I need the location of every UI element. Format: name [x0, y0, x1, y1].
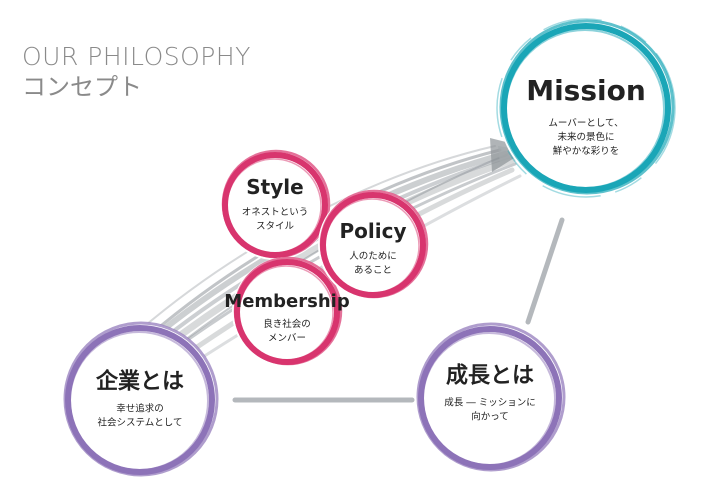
node-mission-description: ムーバーとして、 未来の景色に 鮮やかな彩りを	[548, 118, 624, 158]
node-membership-description: 良き社会の メンバー	[263, 318, 311, 344]
node-policy-title: Policy	[339, 218, 407, 243]
circle-policy	[318, 189, 429, 300]
node-seichou-title: 成長とは	[445, 363, 534, 389]
node-style-title: Style	[246, 174, 304, 199]
page-title-english: OUR PHILOSOPHY	[22, 42, 251, 71]
circle-mission	[496, 18, 676, 198]
node-membership: Membership 良き社会の メンバー	[212, 292, 362, 346]
node-kigyou-description: 幸せ追求の 社会システムとして	[97, 403, 183, 430]
node-seichou: 成長とは 成長 ― ミッションに 向かって	[405, 363, 575, 426]
node-mission-title: Mission	[526, 74, 646, 108]
circle-seichou	[415, 322, 566, 473]
circle-membership	[232, 256, 343, 367]
node-style: Style オネストという スタイル	[215, 176, 335, 235]
node-seichou-description: 成長 ― ミッションに 向かって	[444, 397, 536, 424]
node-membership-title: Membership	[224, 290, 350, 312]
page-title-japanese: コンセプト	[22, 73, 142, 101]
node-kigyou-title: 企業とは	[95, 369, 184, 395]
page-title: OUR PHILOSOPHY コンセプト	[22, 44, 322, 99]
node-style-description: オネストという スタイル	[241, 206, 309, 232]
node-policy: Policy 人のために あること	[313, 220, 433, 279]
node-policy-description: 人のために あること	[349, 250, 397, 276]
node-kigyou: 企業とは 幸せ追求の 社会システムとして	[55, 369, 225, 432]
circle-kigyou	[62, 321, 219, 478]
connector-seichou-mission	[525, 217, 565, 325]
circle-style	[220, 149, 331, 260]
node-mission: Mission ムーバーとして、 未来の景色に 鮮やかな彩りを	[501, 74, 671, 160]
